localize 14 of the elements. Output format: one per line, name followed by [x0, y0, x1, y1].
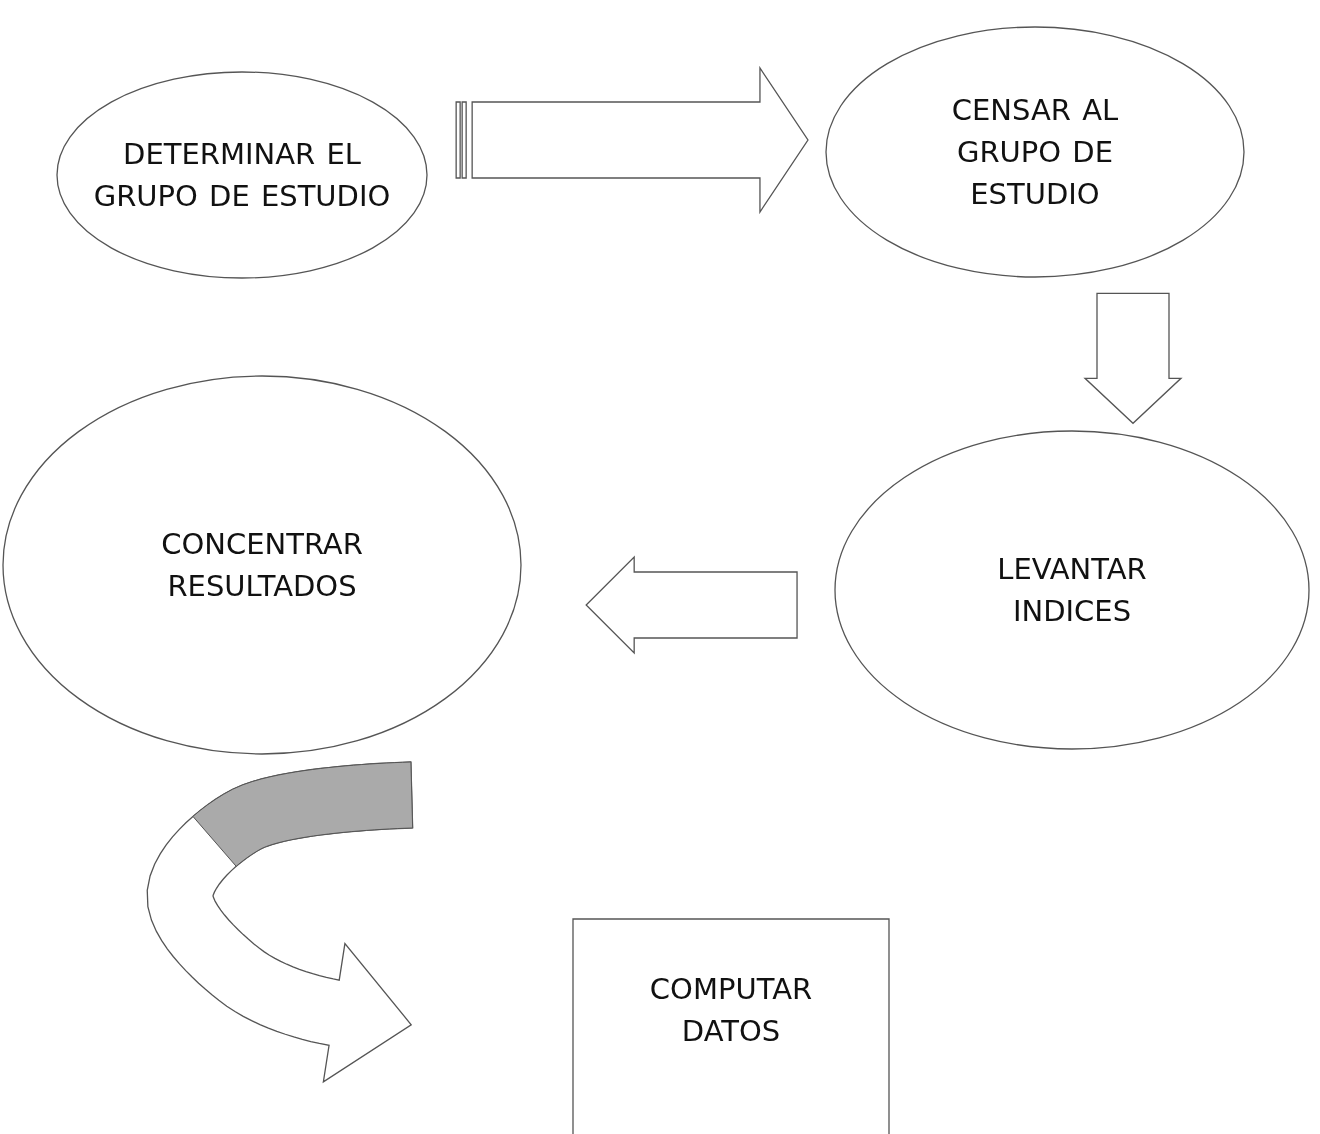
- process-ellipse: [56, 71, 428, 279]
- process-ellipse: [2, 375, 522, 755]
- node-label: LEVANTAR INDICES: [996, 550, 1148, 630]
- block-arrow: [585, 555, 798, 655]
- block-arrow: [146, 761, 414, 1084]
- node-label: DETERMINAR EL GRUPO DE ESTUDIO: [92, 135, 392, 215]
- node-label: CENSAR AL GRUPO DE ESTUDIO: [950, 91, 1120, 213]
- process-ellipse: [834, 430, 1310, 750]
- node-label: CONCENTRAR RESULTADOS: [160, 525, 364, 605]
- node-label: COMPUTAR DATOS: [648, 971, 814, 1051]
- block-arrow: [455, 65, 809, 215]
- process-box: [572, 918, 890, 1134]
- block-arrow: [1083, 292, 1183, 425]
- process-ellipse: [825, 26, 1245, 278]
